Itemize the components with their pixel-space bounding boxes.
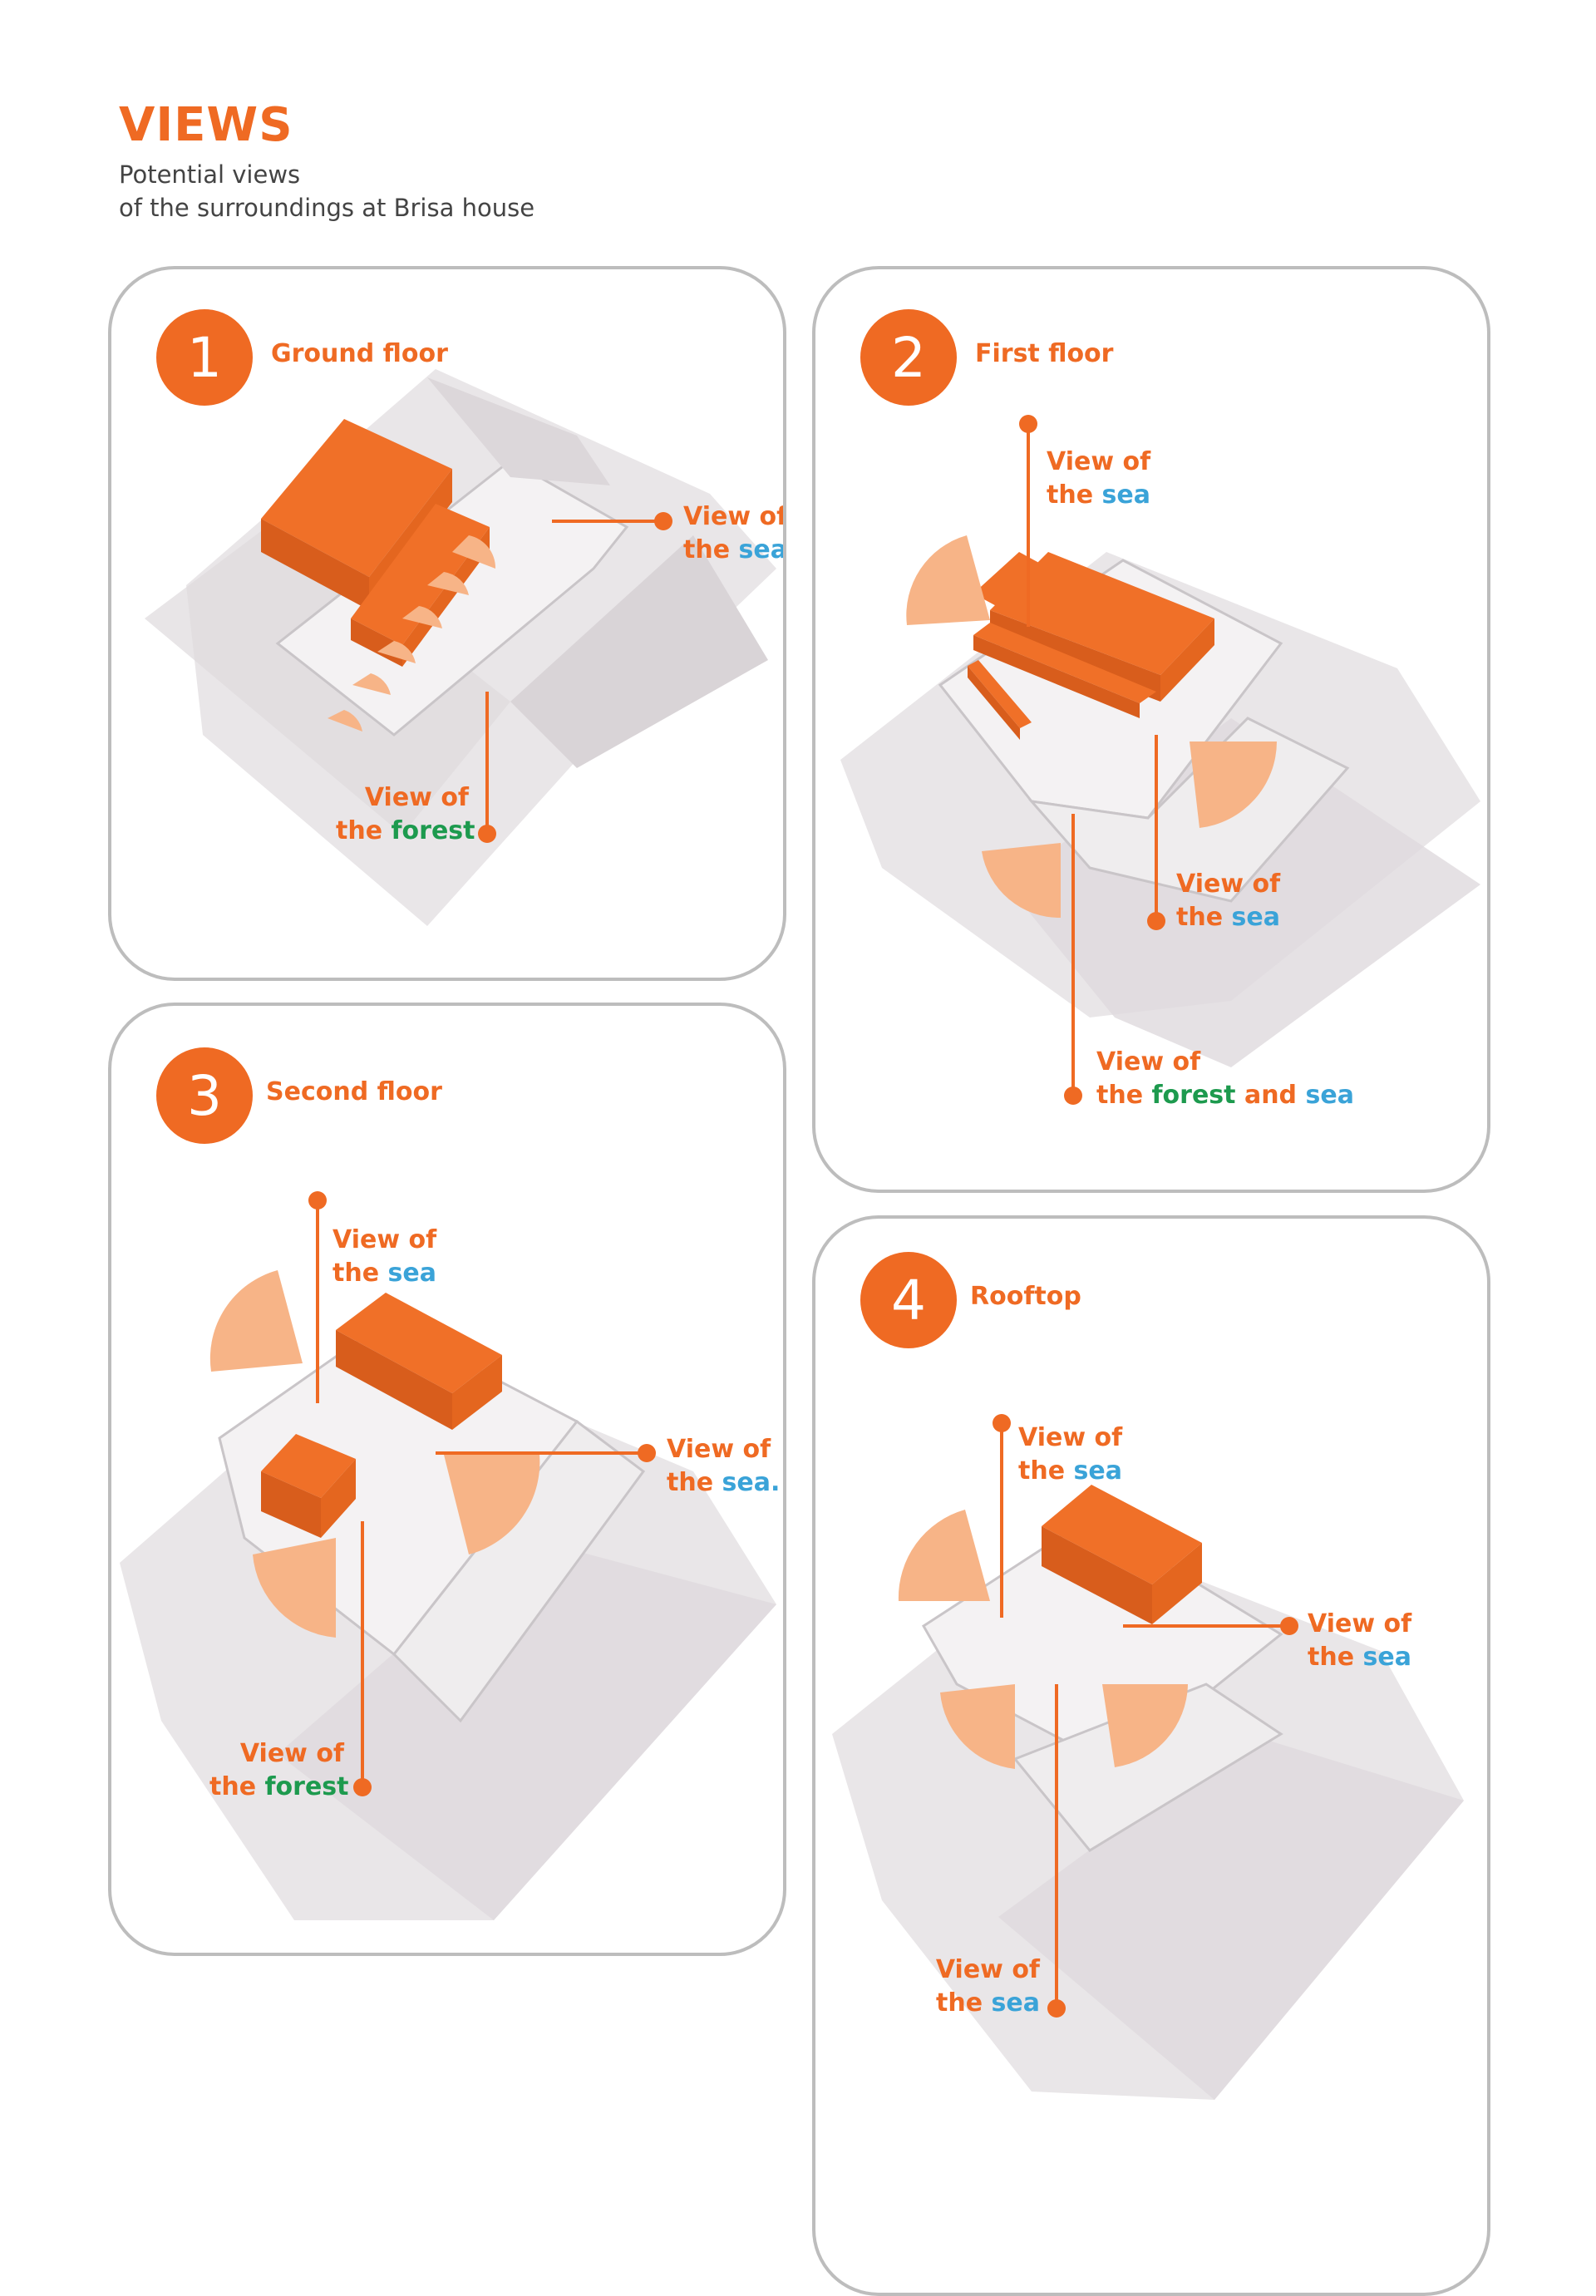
volume-rooftop-side bbox=[1152, 1543, 1202, 1624]
floor-number-badge: 2 bbox=[860, 309, 957, 406]
ground-floor-axonometric-drawing bbox=[145, 369, 776, 926]
view-wedge-south bbox=[982, 843, 1061, 919]
panel-ground-floor: 1 Ground floor View of the sea. View of … bbox=[108, 266, 786, 981]
view-wedge-northwest bbox=[906, 535, 990, 625]
leader-dot-sea-east bbox=[638, 1444, 656, 1462]
view-wedge-southwest bbox=[253, 1538, 336, 1638]
second-floor-axonometric-drawing bbox=[120, 1191, 776, 1920]
callout-view-sea-east: View of the sea bbox=[1176, 870, 1281, 932]
callout-view-forest: View of the forest bbox=[209, 1739, 349, 1801]
callout-view-sea-north: View of the sea bbox=[1047, 447, 1151, 510]
floor-number-badge: 1 bbox=[156, 309, 253, 406]
volume-west-front bbox=[261, 519, 369, 610]
leader-dot-sea-east bbox=[1147, 912, 1165, 930]
volume-south-top bbox=[973, 623, 1156, 703]
leader-dot-forest-sea bbox=[1064, 1086, 1082, 1105]
volume-small-top bbox=[261, 1434, 356, 1498]
callout-view-sea: View of the sea. bbox=[683, 502, 786, 564]
callout-view-sea-north: View of the sea bbox=[1018, 1423, 1123, 1486]
volume-south-front bbox=[973, 635, 1140, 718]
floor-label: Ground floor bbox=[271, 339, 448, 368]
volume-east-side bbox=[402, 527, 490, 667]
callout-view-sea-east: View of the sea. bbox=[667, 1435, 781, 1497]
volume-small-front bbox=[968, 666, 1020, 740]
volume-long-top bbox=[990, 552, 1214, 675]
volume-rooftop-front bbox=[1042, 1526, 1152, 1624]
view-wedge-3 bbox=[402, 606, 442, 628]
volume-small-top bbox=[968, 660, 1032, 728]
volume-west-top bbox=[261, 419, 452, 577]
volume-east-top bbox=[351, 504, 490, 645]
leader-dot-sea-north bbox=[993, 1414, 1011, 1432]
floor-number-badge: 3 bbox=[156, 1047, 253, 1144]
garden-terrace bbox=[427, 377, 610, 485]
callout-view-forest-and-sea: View of the forest and sea bbox=[1096, 1047, 1354, 1110]
callout-view-sea-south: View of the sea bbox=[935, 1955, 1040, 2018]
volume-long-side bbox=[452, 1355, 502, 1430]
page-title: VIEWS bbox=[119, 98, 293, 152]
leader-dot-sea-north bbox=[1019, 415, 1037, 433]
first-floor-axonometric-drawing bbox=[840, 415, 1480, 1105]
floor-label: First floor bbox=[975, 339, 1114, 368]
panel-rooftop: 4 Rooftop View of the sea View of the se… bbox=[812, 1215, 1490, 2296]
leader-dot-sea bbox=[654, 512, 672, 530]
leader-dot-forest bbox=[478, 825, 496, 843]
subtitle-line-1: Potential views bbox=[119, 160, 301, 189]
leader-dot-sea-east bbox=[1280, 1617, 1298, 1635]
view-wedge-5 bbox=[352, 673, 391, 695]
floor-label: Rooftop bbox=[970, 1282, 1081, 1311]
view-wedge-6 bbox=[328, 710, 362, 732]
view-wedge-2 bbox=[427, 572, 469, 595]
page-subtitle: Potential views of the surroundings at B… bbox=[119, 158, 534, 224]
site-terrain-shade bbox=[278, 1538, 776, 1920]
view-wedge-east bbox=[444, 1455, 540, 1554]
view-wedge-north bbox=[209, 1270, 303, 1372]
rooftop-axonometric-drawing bbox=[832, 1414, 1464, 2100]
view-wedge-southeast bbox=[1102, 1684, 1188, 1767]
volume-long-front bbox=[336, 1330, 452, 1430]
callout-view-sea-east: View of the sea bbox=[1308, 1609, 1412, 1672]
callout-view-forest: View of the forest bbox=[336, 783, 475, 845]
volume-rooftop-top bbox=[1042, 1485, 1202, 1584]
volume-long-top bbox=[336, 1293, 502, 1393]
view-wedge-4 bbox=[377, 641, 416, 663]
panel-second-floor: 3 Second floor View of the sea View of t… bbox=[108, 1003, 786, 1956]
site-terrain-shade bbox=[998, 1734, 1464, 2100]
subtitle-line-2: of the surroundings at Brisa house bbox=[119, 193, 535, 222]
volume-small-side bbox=[321, 1459, 356, 1538]
sea-plane bbox=[510, 535, 768, 768]
view-wedge-1 bbox=[452, 535, 496, 569]
view-wedge-southwest bbox=[940, 1684, 1015, 1769]
floor-label: Second floor bbox=[266, 1077, 442, 1106]
floor-number-badge: 4 bbox=[860, 1252, 957, 1348]
panel-first-floor: 2 First floor View of the sea View of th… bbox=[812, 266, 1490, 1193]
view-wedge-east bbox=[1190, 742, 1277, 828]
page-header: VIEWS Potential views of the surrounding… bbox=[119, 100, 534, 224]
leader-dot-sea-north bbox=[308, 1191, 327, 1210]
view-wedge-north bbox=[898, 1510, 990, 1601]
leader-dot-sea-south bbox=[1047, 1999, 1066, 2018]
volume-long-side bbox=[1160, 618, 1214, 702]
callout-view-sea-north: View of the sea bbox=[332, 1225, 437, 1288]
volume-small-front bbox=[261, 1471, 321, 1538]
leader-dot-forest bbox=[353, 1778, 372, 1796]
